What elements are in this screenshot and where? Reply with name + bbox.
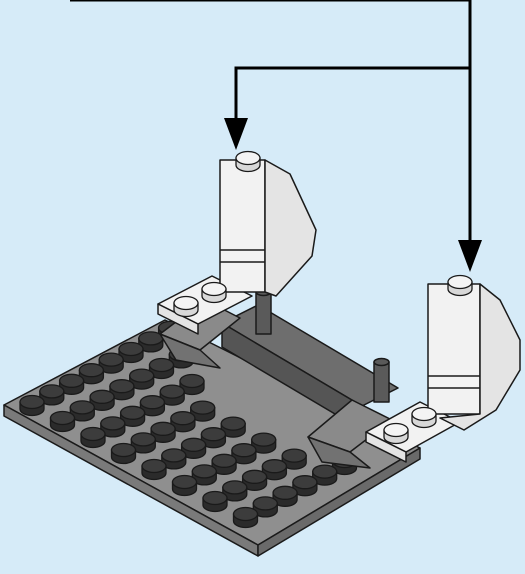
stud — [202, 283, 226, 303]
pin-top — [374, 359, 389, 366]
stud — [174, 297, 198, 317]
stud — [412, 408, 436, 428]
stud — [20, 396, 44, 416]
stud — [384, 424, 408, 444]
stud — [448, 276, 472, 296]
stud — [234, 508, 258, 528]
tower-front — [428, 284, 480, 414]
stud — [51, 412, 75, 432]
stud — [142, 460, 166, 480]
stud — [112, 444, 136, 464]
stud — [173, 476, 197, 496]
pin — [374, 362, 389, 402]
stud — [203, 492, 227, 512]
tower-front — [220, 160, 265, 292]
stud — [236, 152, 260, 172]
stud — [81, 428, 105, 448]
pin — [256, 292, 271, 334]
